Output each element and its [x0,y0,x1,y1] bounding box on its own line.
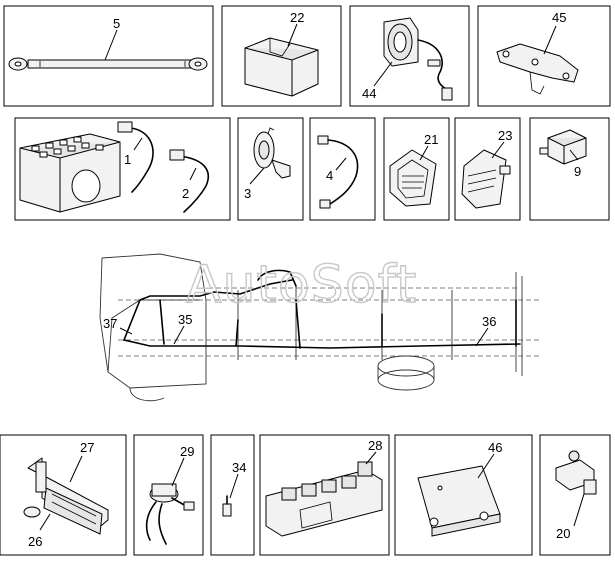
panel-part-5[interactable]: 5 [3,5,214,107]
chassis-wiring-view[interactable]: 37 35 36 [99,253,540,402]
callout-27: 27 [80,440,94,455]
panel-part-4[interactable]: 4 [309,117,376,221]
panel-part-34[interactable]: 34 [210,434,255,556]
callout-45: 45 [552,10,566,25]
panel-part-46[interactable]: 46 [394,434,533,556]
panel-part-22[interactable]: 22 [221,5,342,107]
callout-4: 4 [326,168,333,183]
panel-part-3[interactable]: 3 [237,117,304,221]
callout-34: 34 [232,460,246,475]
watermark: AutoSoft [186,255,417,315]
panel-part-23[interactable]: 23 [454,117,521,221]
callout-5: 5 [113,16,120,31]
panel-parts-1-2[interactable]: 1 2 [14,117,231,221]
panel-part-9[interactable]: 9 [529,117,610,221]
callout-3: 3 [244,186,251,201]
callout-35: 35 [178,312,192,327]
callout-26: 26 [28,534,42,549]
callout-22: 22 [290,10,304,25]
panel-part-28[interactable]: 28 [259,434,390,556]
panel-parts-26-27[interactable]: 27 26 [0,434,127,556]
panel-part-44[interactable]: 44 [349,5,470,107]
callout-21: 21 [424,132,438,147]
callout-1: 1 [124,152,131,167]
callout-46: 46 [488,440,502,455]
callout-9: 9 [574,164,581,179]
callout-20: 20 [556,526,570,541]
callout-44: 44 [362,86,376,101]
panel-part-20[interactable]: 20 [539,434,611,556]
panel-part-45[interactable]: 45 [477,5,611,107]
callout-28: 28 [368,438,382,453]
callout-23: 23 [498,128,512,143]
callout-36: 36 [482,314,496,329]
callout-29: 29 [180,444,194,459]
callout-37: 37 [103,316,117,331]
panel-part-21[interactable]: 21 [383,117,450,221]
callout-2: 2 [182,186,189,201]
panel-part-29[interactable]: 29 [133,434,204,556]
